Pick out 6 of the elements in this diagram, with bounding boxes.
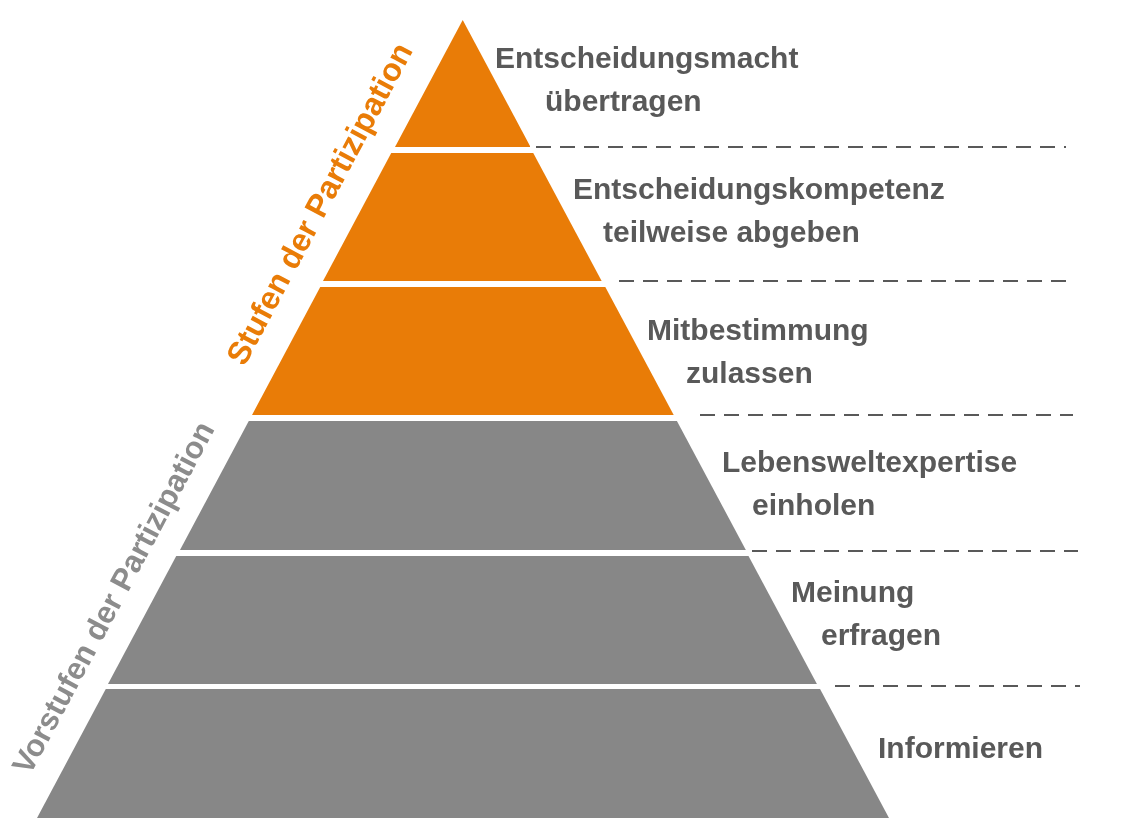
level-label: Meinung erfragen [791, 574, 943, 653]
level-label: Lebensweltexpertise einholen [722, 444, 1019, 523]
level-label: Mitbestimmung zulassen [647, 312, 870, 391]
level-label: Entscheidungskompetenz teilweise abgeben [573, 171, 946, 250]
level-label: Informieren [878, 730, 1045, 766]
level-label: Entscheidungsmacht übertragen [495, 40, 800, 119]
